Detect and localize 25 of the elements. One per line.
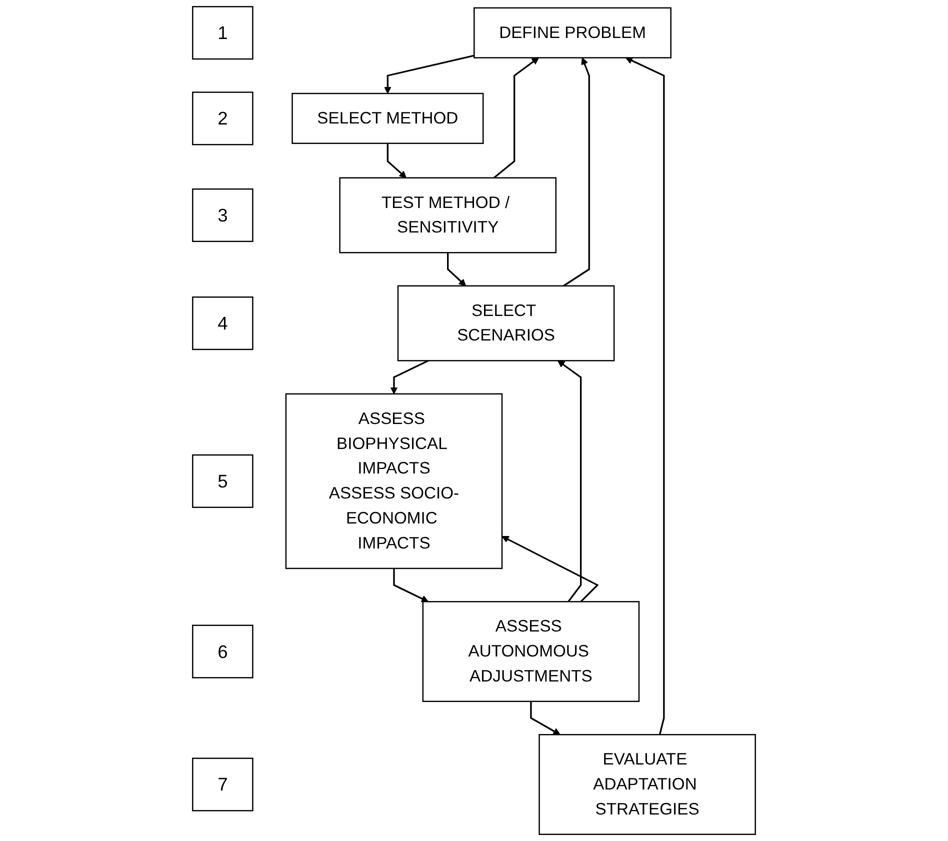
arrow xyxy=(393,568,429,602)
node-box: EVALUATE ADAPTATION STRATEGIES xyxy=(538,734,756,835)
arrow xyxy=(557,360,582,602)
node-box: 2 xyxy=(192,92,254,146)
node-box: SELECT SCENARIOS xyxy=(397,285,615,362)
arrow xyxy=(530,701,560,735)
arrow xyxy=(493,57,539,178)
arrow xyxy=(625,57,665,735)
arrow xyxy=(447,252,466,286)
node-box: 1 xyxy=(192,6,254,60)
arrow xyxy=(563,57,590,287)
arrow xyxy=(386,143,407,178)
node-box: ASSESS BIOPHYSICAL IMPACTS ASSESS SOCIO-ECONOMIC IMPACTS xyxy=(285,393,503,570)
arrow xyxy=(384,54,474,94)
node-box: 6 xyxy=(192,624,254,678)
arrow xyxy=(502,536,599,602)
arrow xyxy=(390,360,429,394)
node-box: DEFINE PROBLEM xyxy=(474,7,672,58)
node-box: 5 xyxy=(192,454,254,508)
node-box: SELECT METHOD xyxy=(292,92,484,144)
node-box: ASSESS AUTONOMOUS ADJUSTMENTS xyxy=(422,601,640,702)
node-box: TEST METHOD / SENSITIVITY xyxy=(339,177,557,254)
node-box: 7 xyxy=(192,758,254,812)
node-box: 4 xyxy=(192,296,254,350)
node-box: 3 xyxy=(192,188,254,242)
